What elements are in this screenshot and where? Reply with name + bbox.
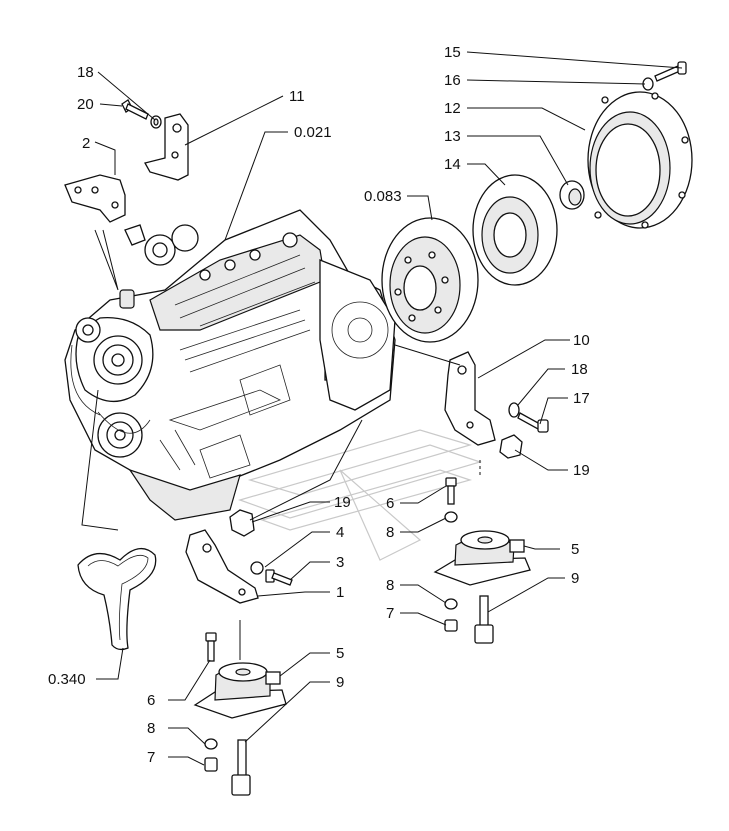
bolt-9-right xyxy=(474,595,494,644)
washer-18-right xyxy=(508,402,520,418)
callout-18-right: 18 xyxy=(571,361,588,378)
callout-4: 4 xyxy=(336,524,344,541)
callout-7-left: 7 xyxy=(147,749,155,766)
callout-0-340: 0.340 xyxy=(48,671,86,688)
bolt-15 xyxy=(654,61,687,82)
bolt-6-left xyxy=(205,632,217,662)
bracket-1 xyxy=(185,529,259,604)
callout-8-right-top: 8 xyxy=(386,524,394,541)
bolt-6-right xyxy=(445,477,457,505)
callout-12: 12 xyxy=(444,100,461,117)
callout-9-left: 9 xyxy=(336,674,344,691)
mount-5-right xyxy=(433,530,531,586)
leader-lines xyxy=(81,51,683,766)
callout-20: 20 xyxy=(77,96,94,113)
callout-7-right: 7 xyxy=(386,605,394,622)
callout-19-right: 19 xyxy=(573,462,590,479)
callout-6-right: 6 xyxy=(386,495,394,512)
coupling-14 xyxy=(472,174,558,286)
callout-6-left: 6 xyxy=(147,692,155,709)
hub-13 xyxy=(559,180,585,210)
bracket-2 xyxy=(64,174,126,223)
nut-19-left xyxy=(229,509,255,537)
callout-0-083: 0.083 xyxy=(364,188,402,205)
callout-15: 15 xyxy=(444,44,461,61)
callout-10: 10 xyxy=(573,332,590,349)
watermark-logo xyxy=(238,429,482,561)
leader-bracket-2 xyxy=(94,229,119,291)
washer-4 xyxy=(250,561,264,575)
callout-9-right: 9 xyxy=(571,570,579,587)
washer-8-left xyxy=(204,738,218,750)
washer-8-right-bottom xyxy=(444,598,458,610)
callout-11: 11 xyxy=(289,88,305,105)
bracket-11 xyxy=(144,113,189,181)
flywheel-0083 xyxy=(381,217,479,343)
bolt-17 xyxy=(517,412,549,433)
mount-5-left xyxy=(193,662,287,719)
bolt-9-left xyxy=(231,739,251,796)
callout-18: 18 xyxy=(77,64,94,81)
callout-3: 3 xyxy=(336,554,344,571)
nut-7-right xyxy=(444,619,458,632)
callout-8-right-bottom: 8 xyxy=(386,577,394,594)
housing-12 xyxy=(587,91,693,229)
nut-7-left xyxy=(204,757,218,772)
washer-8-right-top xyxy=(444,511,458,523)
bolt-20 xyxy=(121,99,149,120)
bolt-3 xyxy=(265,569,293,586)
callout-8-left: 8 xyxy=(147,720,155,737)
callout-5-left: 5 xyxy=(336,645,344,662)
bracket-10 xyxy=(444,351,496,446)
belt-0340 xyxy=(77,548,157,651)
callout-13: 13 xyxy=(444,128,461,145)
callout-19-left: 19 xyxy=(334,494,351,511)
callout-1: 1 xyxy=(336,584,344,601)
callout-labels: 18 20 11 2 0.021 15 16 12 13 14 0.083 10… xyxy=(48,44,590,766)
callout-16: 16 xyxy=(444,72,461,89)
callout-0-021: 0.021 xyxy=(294,124,332,141)
callout-17: 17 xyxy=(573,390,590,407)
callout-14: 14 xyxy=(444,156,461,173)
engine-assembly xyxy=(64,209,396,521)
callout-2: 2 xyxy=(82,135,90,152)
callout-5-right: 5 xyxy=(571,541,579,558)
nut-19-right xyxy=(499,434,523,459)
